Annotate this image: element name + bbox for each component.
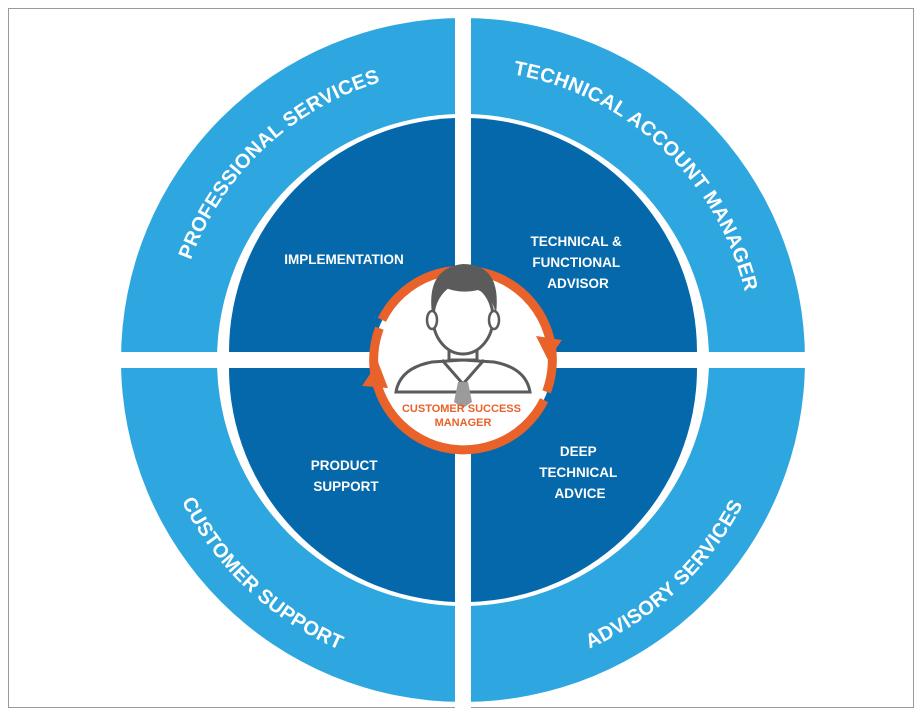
quadrant-label-implementation: IMPLEMENTATION [284,252,404,267]
arrowhead-left-icon [362,362,388,388]
center-label: CUSTOMER SUCCESS MANAGER [402,403,524,429]
person-icon [394,264,532,408]
quadrant-label-deep-technical-advice: DEEP TECHNICAL ADVICE [539,444,621,501]
quadrant-label-technical-functional-advisor: TECHNICAL & FUNCTIONAL ADVISOR [530,234,625,291]
quadrant-label-product-support: PRODUCT SUPPORT [311,458,382,494]
arrowhead-right-icon [536,336,562,360]
